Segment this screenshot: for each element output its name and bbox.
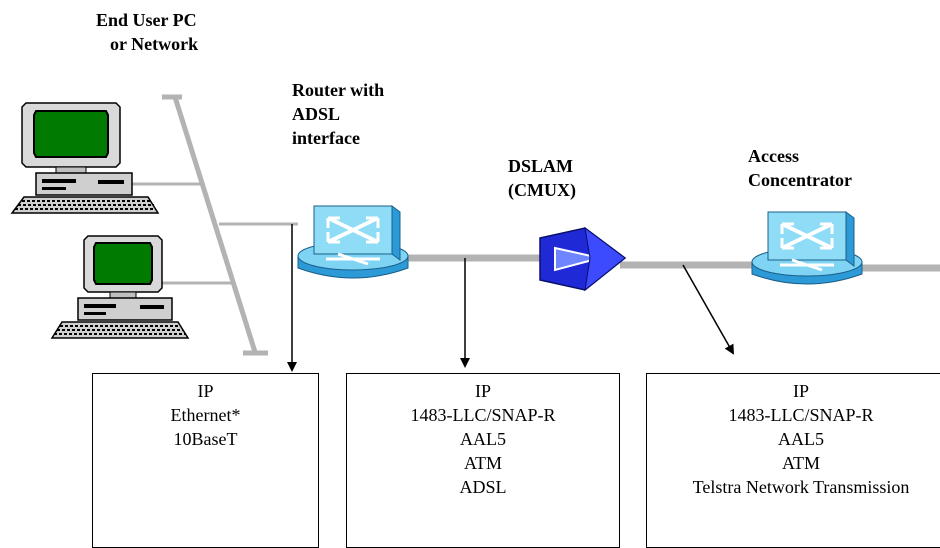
stack-layer: IP (197, 381, 214, 401)
stack-layer: 10BaseT (173, 429, 238, 449)
access-concentrator-label-line-1: Access (748, 146, 799, 166)
stack-layer: ATM (781, 453, 820, 473)
access-concentrator-label-line-2: Concentrator (748, 170, 852, 190)
protocol-stack-access-concentrator: IP 1483-LLC/SNAP-R AAL5 ATM Telstra Netw… (646, 373, 940, 548)
router-label-line-3: interface (292, 128, 360, 148)
stack-layer: AAL5 (460, 429, 506, 449)
dslam-label: DSLAM (CMUX) (508, 154, 576, 202)
router-icon (297, 205, 409, 279)
router-icon (751, 211, 863, 285)
protocol-stack-dslam: IP 1483-LLC/SNAP-R AAL5 ATM ADSL (346, 373, 620, 548)
protocol-arrows (287, 224, 734, 372)
stack-layer: Ethernet* (170, 405, 241, 425)
end-user-label-line-2: or Network (110, 34, 199, 54)
router-label-line-1: Router with (292, 80, 385, 100)
stack-layer: IP (792, 381, 809, 401)
desktop-computer-icon (50, 235, 190, 339)
protocol-stack-pc: IP Ethernet* 10BaseT (92, 373, 319, 548)
dslam-icon (539, 226, 627, 292)
dslam-label-line-2: (CMUX) (508, 180, 576, 200)
stack-layer: Telstra Network Transmission (692, 477, 910, 497)
end-user-label: End User PC or Network (96, 8, 198, 56)
network-diagram (10, 94, 940, 372)
stack-layer: IP (474, 381, 491, 401)
stack-layer: ATM (463, 453, 502, 473)
router-label-line-2: ADSL (292, 104, 341, 124)
access-concentrator-label: Access Concentrator (748, 144, 852, 192)
dslam-label-line-1: DSLAM (508, 156, 574, 176)
stack-layer: ADSL (459, 477, 507, 497)
lan-bus-line (172, 96, 258, 353)
router-label: Router with ADSL interface (292, 78, 384, 150)
transmission-arrow (682, 264, 734, 355)
end-user-label-line-1: End User PC (96, 10, 197, 30)
stack-layer: 1483-LLC/SNAP-R (410, 405, 556, 425)
desktop-computer-icon (10, 102, 160, 214)
stack-layer: AAL5 (778, 429, 824, 449)
stack-layer: 1483-LLC/SNAP-R (728, 405, 874, 425)
